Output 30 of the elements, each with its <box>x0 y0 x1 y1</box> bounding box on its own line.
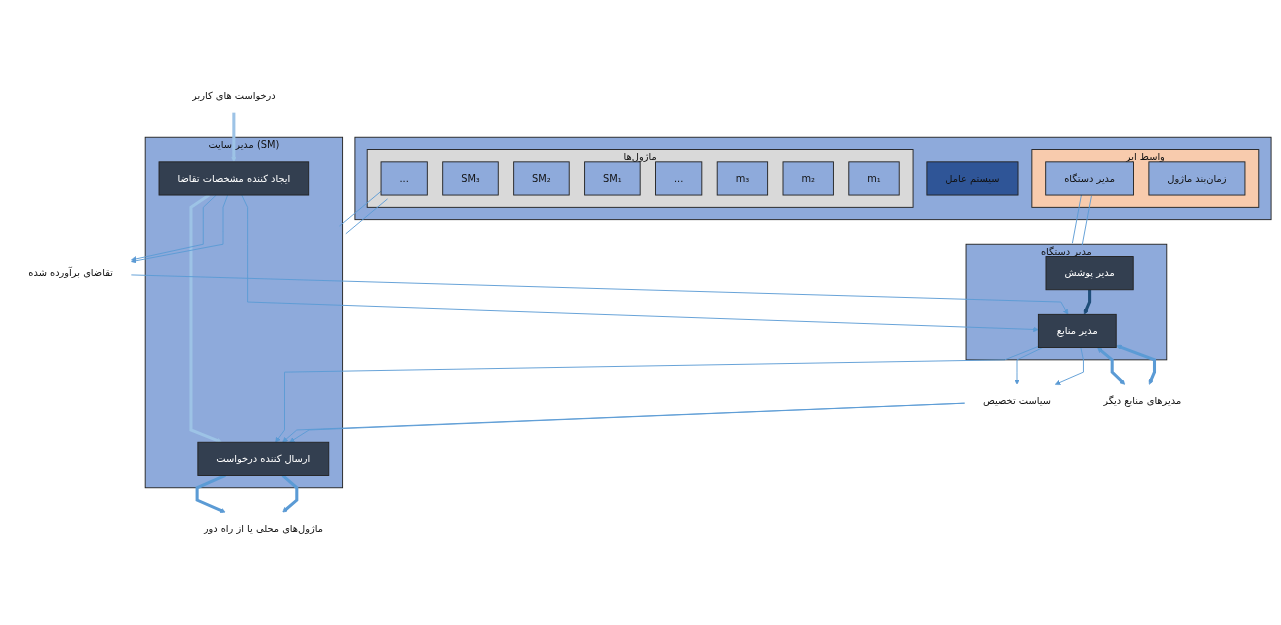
node-box: ایجاد کننده مشخصات تقاضا <box>158 161 310 196</box>
connector <box>1081 195 1092 246</box>
node-text: مدیرهای منابع دیگر <box>1103 394 1182 407</box>
connector <box>338 190 382 227</box>
node-box: SM₃ <box>442 161 499 196</box>
node-text: ماژول‌های محلی یا از راه دور <box>203 522 323 535</box>
node-text: درخواست های کاربر <box>192 89 276 102</box>
arrow <box>281 474 299 513</box>
cluster <box>354 136 1272 221</box>
node-text: سیاست تخصیص <box>983 394 1051 407</box>
node-box: زمان‌بند ماژول <box>1148 161 1246 196</box>
node-box: m₂ <box>782 161 834 196</box>
node-box: SM₁ <box>584 161 641 196</box>
arrow <box>1097 347 1126 385</box>
arrow <box>195 474 226 513</box>
node-box: سیستم عامل <box>926 161 1019 196</box>
node-box: مدیر دستگاه <box>1045 161 1134 196</box>
node-box: ... <box>380 161 428 196</box>
node-box: ارسال کننده درخواست <box>197 441 330 476</box>
node-box: m₃ <box>716 161 769 196</box>
arrow <box>1116 344 1157 385</box>
node-box: مدیر منابع <box>1037 313 1117 348</box>
node-box: مدیر پوشش <box>1045 256 1134 291</box>
node-box: m₁ <box>848 161 900 196</box>
connector <box>345 198 388 235</box>
node-text: تقاضای برآورده شده <box>28 266 113 279</box>
node-box: SM₂ <box>513 161 570 196</box>
arrow <box>1083 289 1092 315</box>
arrow <box>231 112 237 163</box>
node-box: ... <box>655 161 703 196</box>
